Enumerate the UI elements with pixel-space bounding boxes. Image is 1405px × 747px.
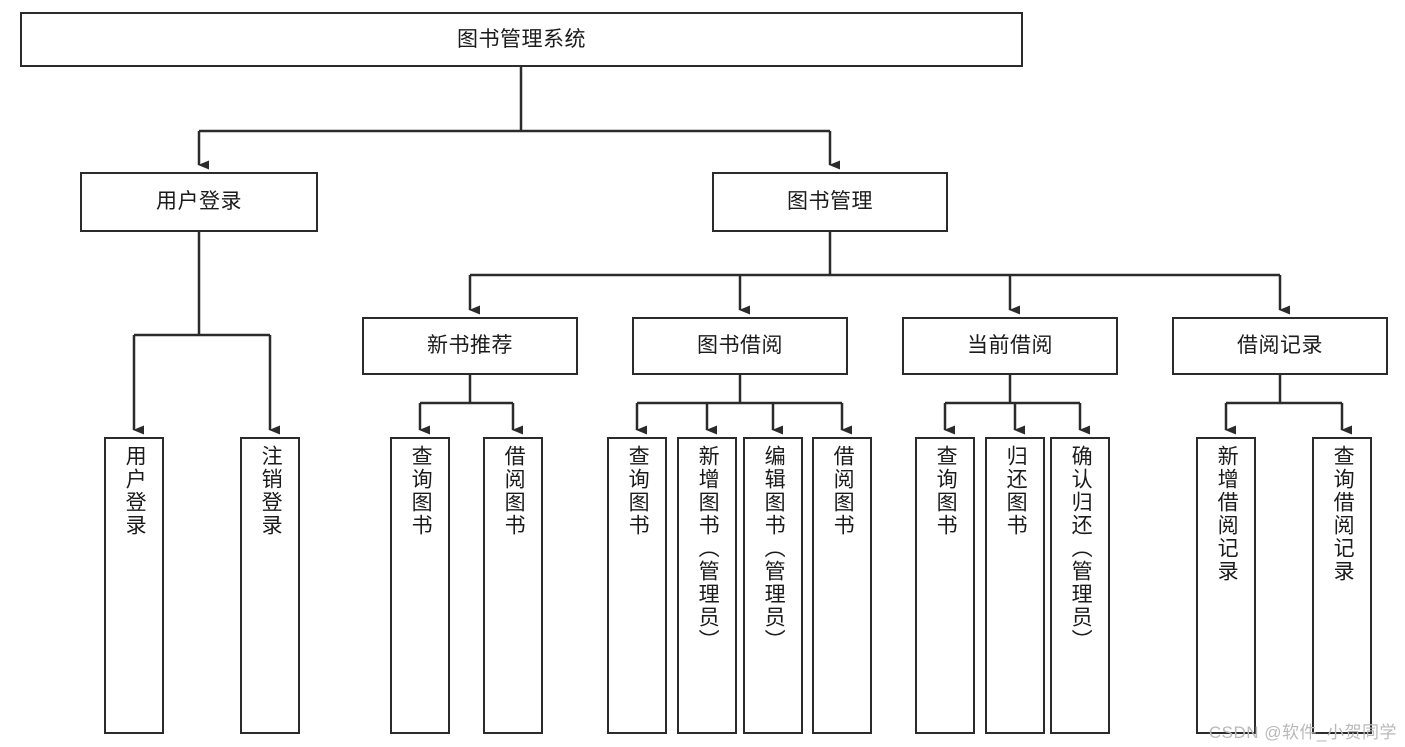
node-label: 用户登录 [156, 190, 242, 214]
leaf-user-login[interactable]: 用户登录 [104, 437, 164, 734]
node-label: 查询图书 [409, 445, 433, 537]
node-label: 用户登录 [123, 445, 147, 537]
node-book-borrow[interactable]: 图书借阅 [632, 317, 848, 375]
node-label: 查询图书 [934, 445, 958, 537]
node-label: 新增借阅记录 [1215, 445, 1239, 583]
leaf-edit-book-admin[interactable]: 编辑图书（管理员） [743, 437, 803, 734]
leaf-query-book-borrow[interactable]: 查询图书 [607, 437, 667, 734]
node-label: 借阅图书 [502, 445, 526, 537]
leaf-query-book-newbook[interactable]: 查询图书 [390, 437, 450, 734]
node-label: 查询借阅记录 [1331, 445, 1355, 583]
leaf-add-book-admin[interactable]: 新增图书（管理员） [677, 437, 737, 734]
node-label: 注销登录 [259, 445, 283, 537]
node-label: 编辑图书（管理员） [762, 445, 786, 652]
node-label: 确认归还（管理员） [1069, 445, 1093, 652]
node-borrow-record[interactable]: 借阅记录 [1172, 317, 1388, 375]
leaf-add-borrow-record[interactable]: 新增借阅记录 [1196, 437, 1256, 734]
node-label: 图书借阅 [697, 334, 783, 358]
node-root-system[interactable]: 图书管理系统 [20, 12, 1023, 67]
node-label: 图书管理 [787, 190, 873, 214]
node-label: 新书推荐 [427, 334, 513, 358]
leaf-logout[interactable]: 注销登录 [240, 437, 300, 734]
leaf-confirm-return-admin[interactable]: 确认归还（管理员） [1050, 437, 1110, 734]
leaf-query-book-current[interactable]: 查询图书 [915, 437, 975, 734]
node-new-book-recommend[interactable]: 新书推荐 [362, 317, 578, 375]
node-label: 借阅记录 [1237, 334, 1323, 358]
leaf-return-book[interactable]: 归还图书 [985, 437, 1045, 734]
node-label: 当前借阅 [967, 334, 1053, 358]
node-label: 图书管理系统 [457, 27, 586, 51]
leaf-borrow-book-newbook[interactable]: 借阅图书 [483, 437, 543, 734]
leaf-query-borrow-record[interactable]: 查询借阅记录 [1312, 437, 1372, 734]
node-label: 借阅图书 [831, 445, 855, 537]
node-current-borrow[interactable]: 当前借阅 [902, 317, 1118, 375]
node-book-management[interactable]: 图书管理 [712, 172, 948, 232]
node-label: 新增图书（管理员） [696, 445, 720, 652]
leaf-borrow-book-borrow[interactable]: 借阅图书 [812, 437, 872, 734]
node-label: 归还图书 [1004, 445, 1028, 537]
node-user-login[interactable]: 用户登录 [80, 172, 318, 232]
node-label: 查询图书 [626, 445, 650, 537]
